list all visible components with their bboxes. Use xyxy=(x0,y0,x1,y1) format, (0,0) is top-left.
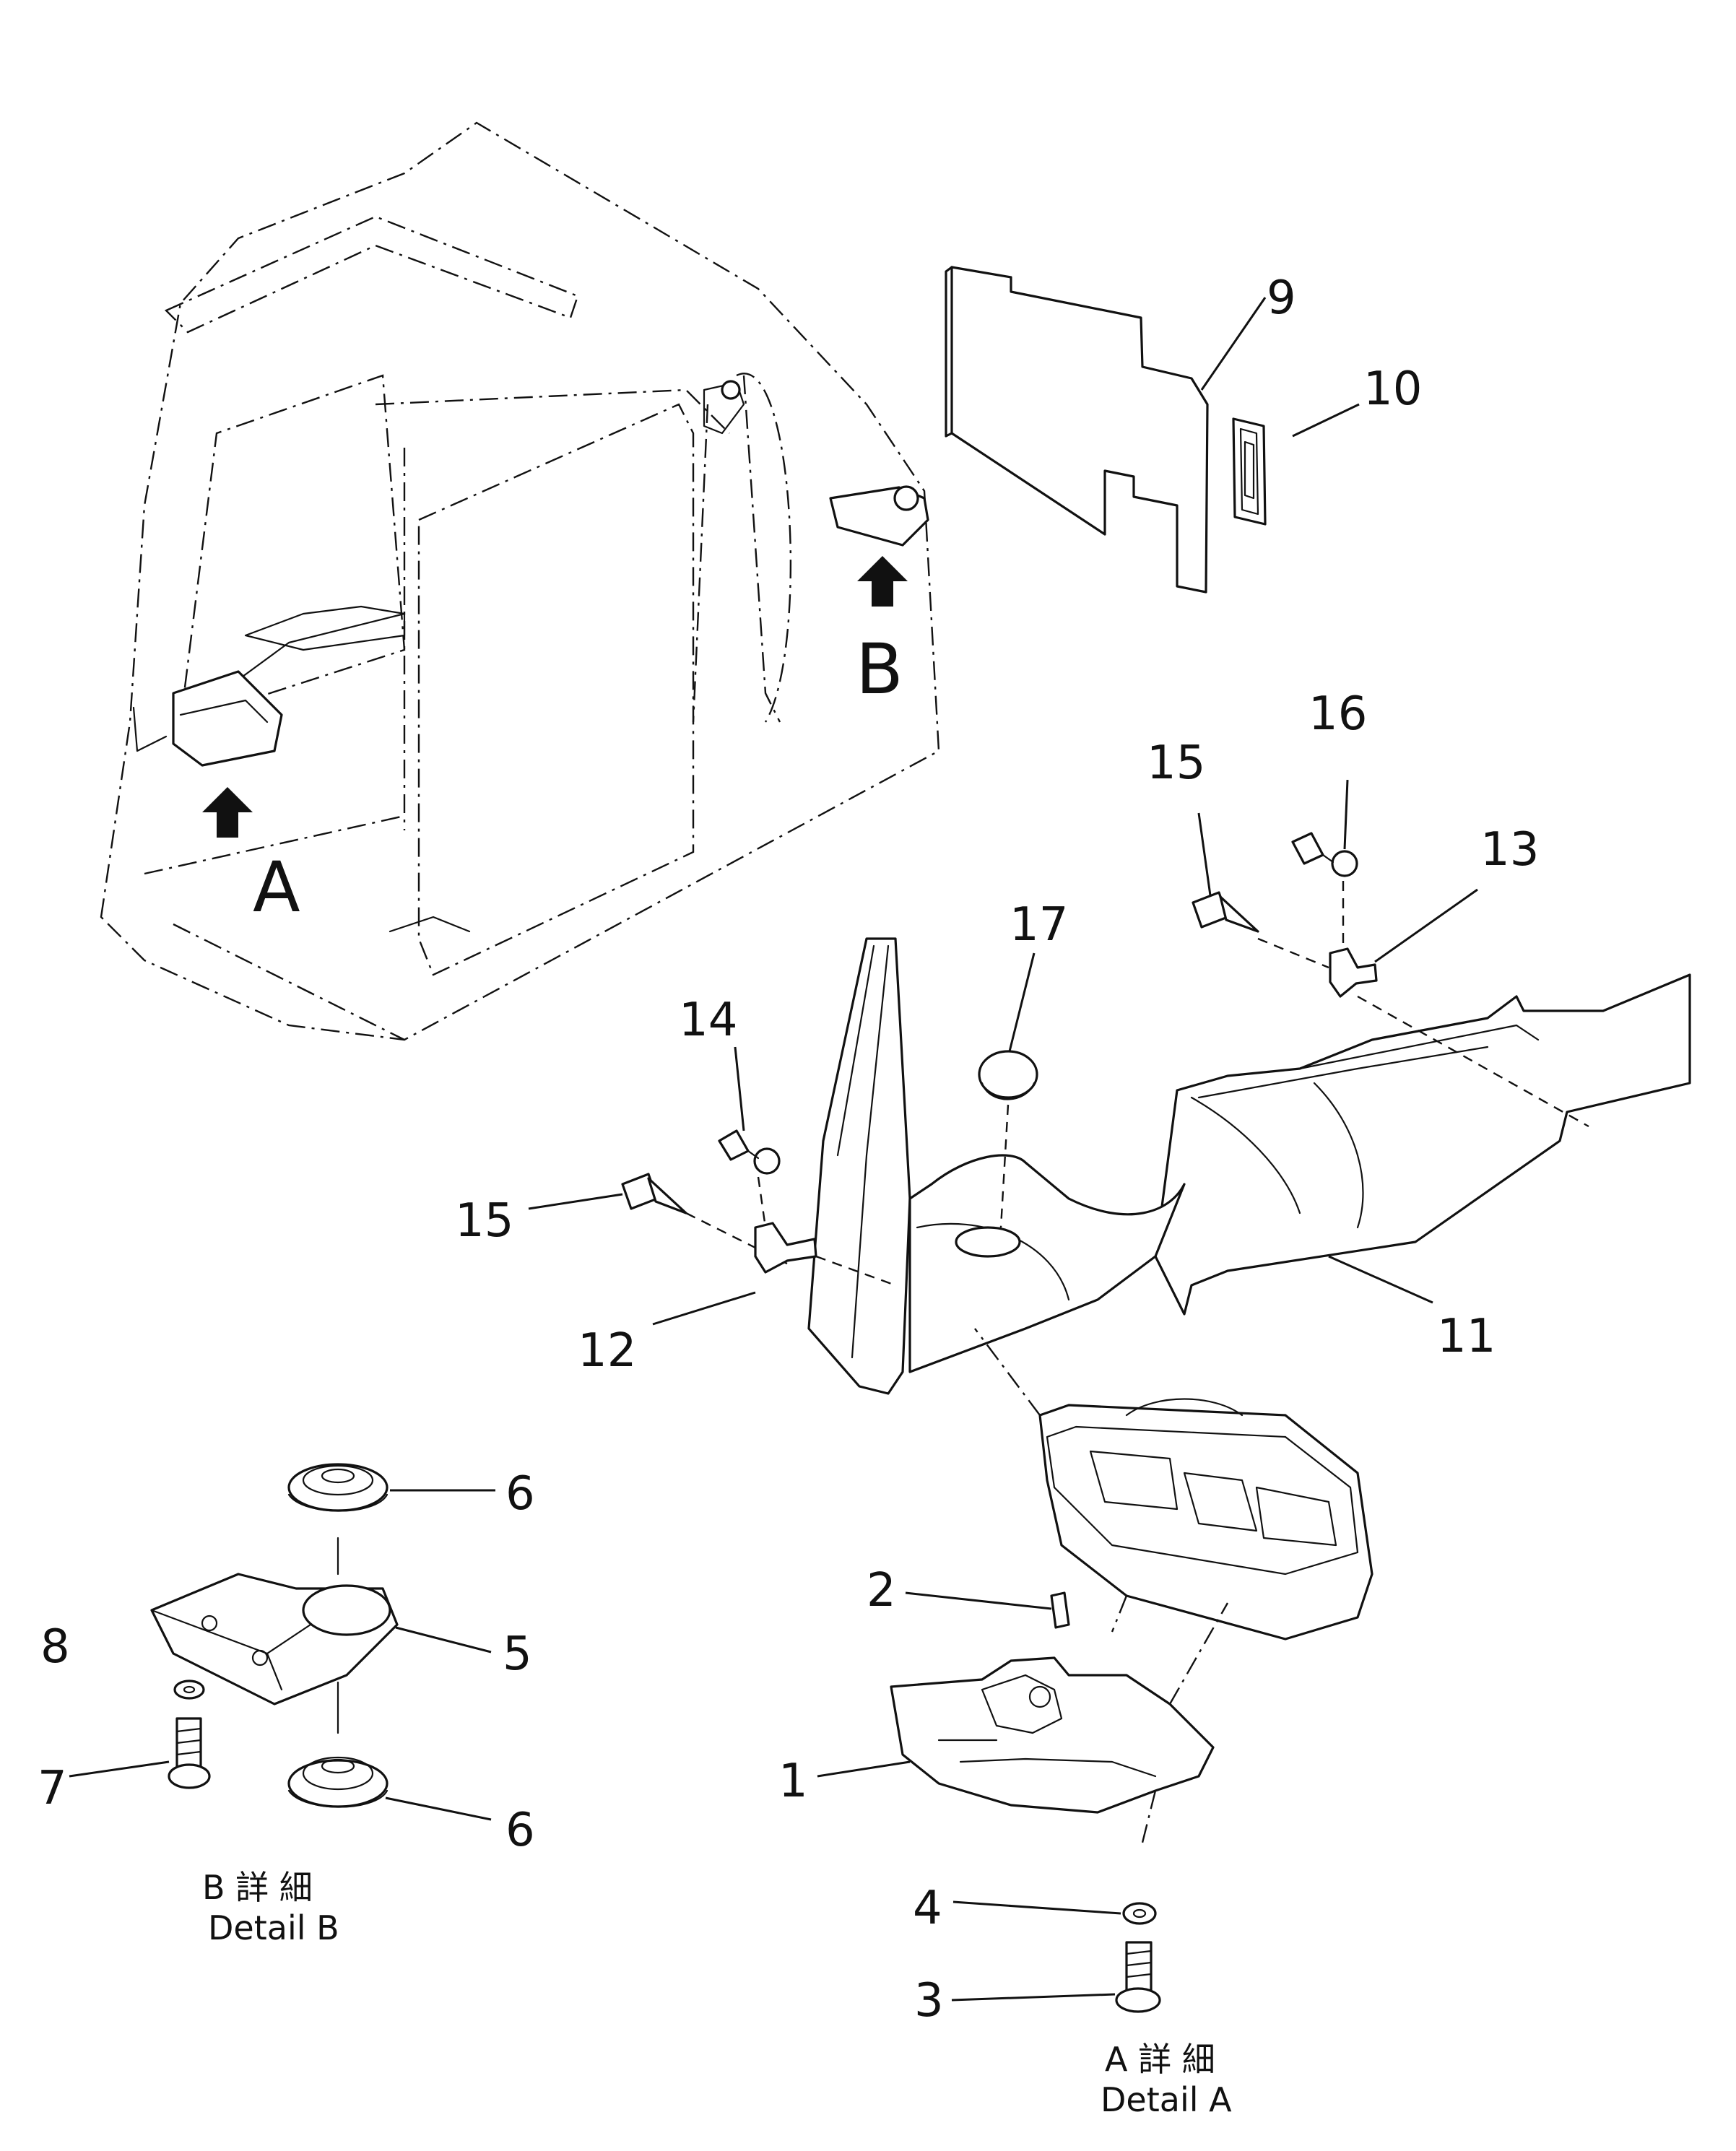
callout-13: 13 xyxy=(1480,823,1539,877)
caption-detail-a-jp: A 詳 細 xyxy=(1105,2040,1215,2079)
part-15-screw-right xyxy=(1192,891,1329,969)
callout-1: 1 xyxy=(778,1755,808,1808)
part-10-clip xyxy=(1232,417,1267,526)
part-9-panel xyxy=(945,266,1209,594)
caption-detail-b-en: Detail B xyxy=(208,1908,339,1947)
callout-8: 8 xyxy=(40,1620,70,1674)
part-8-washer xyxy=(173,1679,205,1700)
leader-lines xyxy=(69,297,1478,2002)
callout-17: 17 xyxy=(1010,898,1068,952)
part-5-mount-bracket xyxy=(150,1573,399,1705)
part-1-bracket xyxy=(890,1602,1229,1849)
part-11-cover xyxy=(807,937,1691,1395)
callout-4: 4 xyxy=(913,1882,942,1935)
callout-14: 14 xyxy=(679,994,737,1047)
callout-7: 7 xyxy=(38,1762,67,1815)
detail-a-monitor xyxy=(974,1328,1373,1641)
part-4-washer xyxy=(1122,1902,1157,1925)
view-label-b: B xyxy=(856,629,903,710)
part-13-bracket xyxy=(1329,947,1589,1128)
part-7-bolt xyxy=(168,1717,211,1789)
callout-15-right: 15 xyxy=(1147,736,1205,790)
part-16-clip xyxy=(1291,832,1358,953)
callout-16: 16 xyxy=(1308,687,1367,741)
captions: B 詳 細 Detail B A 詳 細 Detail A xyxy=(202,1868,1232,2119)
view-label-a: A xyxy=(253,847,300,928)
callout-9: 9 xyxy=(1267,271,1296,325)
part-3-bolt xyxy=(1115,1941,1161,2013)
callout-6-bottom: 6 xyxy=(505,1804,535,1857)
callout-6-top: 6 xyxy=(505,1467,535,1521)
detail-b-cushion-bottom xyxy=(287,1681,389,1808)
part-17-plug xyxy=(978,1050,1038,1228)
caption-detail-a-en: Detail A xyxy=(1101,2080,1232,2119)
callout-5: 5 xyxy=(503,1628,532,1681)
caption-detail-b-jp: B 詳 細 xyxy=(202,1868,313,1907)
callout-11: 11 xyxy=(1437,1310,1496,1363)
part-2-pin xyxy=(1050,1591,1070,1629)
cab-outline xyxy=(100,121,940,1041)
cab-detail-a-locator: A xyxy=(172,670,300,928)
callout-10: 10 xyxy=(1363,362,1422,416)
callout-3: 3 xyxy=(914,1974,944,2028)
part-14-clip xyxy=(718,1129,781,1228)
part-12-bracket xyxy=(754,1222,896,1287)
callout-12: 12 xyxy=(578,1324,636,1378)
callout-2: 2 xyxy=(867,1564,896,1617)
callout-numbers: 9 10 15 16 13 17 14 15 12 11 6 5 6 8 7 2… xyxy=(38,271,1539,2028)
detail-b-cushion-top xyxy=(287,1463,389,1576)
callout-15-left: 15 xyxy=(455,1194,513,1248)
cab-detail-b-locator: B xyxy=(703,380,929,710)
